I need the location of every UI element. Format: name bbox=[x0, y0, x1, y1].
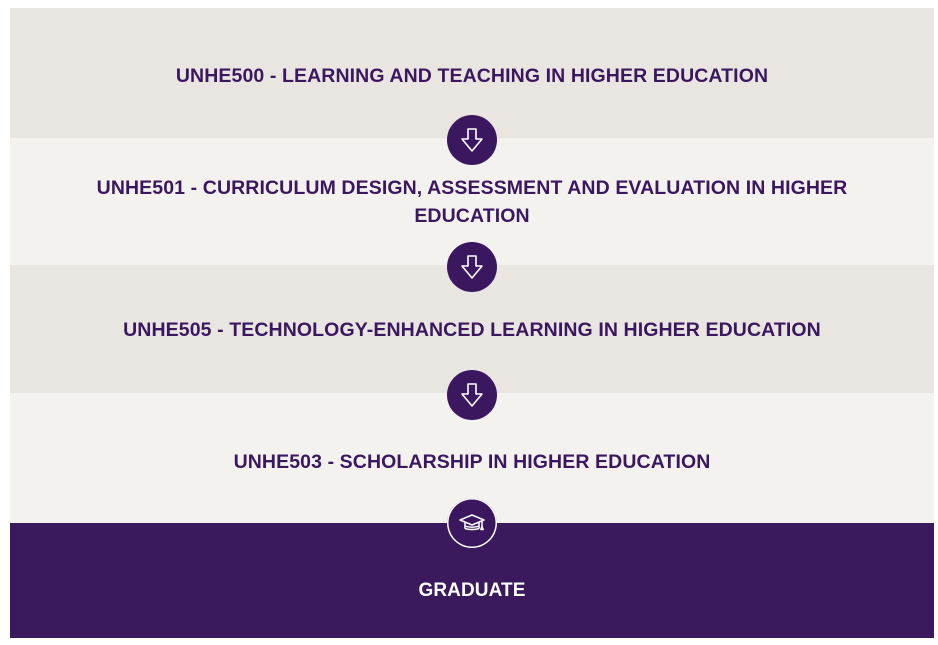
step-label: UNHE500 - LEARNING AND TEACHING IN HIGHE… bbox=[175, 65, 769, 87]
down-arrow-icon bbox=[447, 115, 497, 165]
course-pathway-flow: UNHE500 - LEARNING AND TEACHING IN HIGHE… bbox=[10, 8, 934, 638]
step-label: UNHE505 - TECHNOLOGY-ENHANCED LEARNING I… bbox=[123, 319, 821, 341]
step-label: UNHE501 - CURRICULUM DESIGN, ASSESSMENT … bbox=[96, 176, 848, 227]
step-label: UNHE503 - SCHOLARSHIP IN HIGHER EDUCATIO… bbox=[233, 451, 711, 473]
graduate-label: GRADUATE bbox=[418, 579, 526, 601]
down-arrow-icon bbox=[447, 370, 497, 420]
graduation-cap-icon bbox=[447, 498, 497, 548]
down-arrow-icon bbox=[447, 242, 497, 292]
